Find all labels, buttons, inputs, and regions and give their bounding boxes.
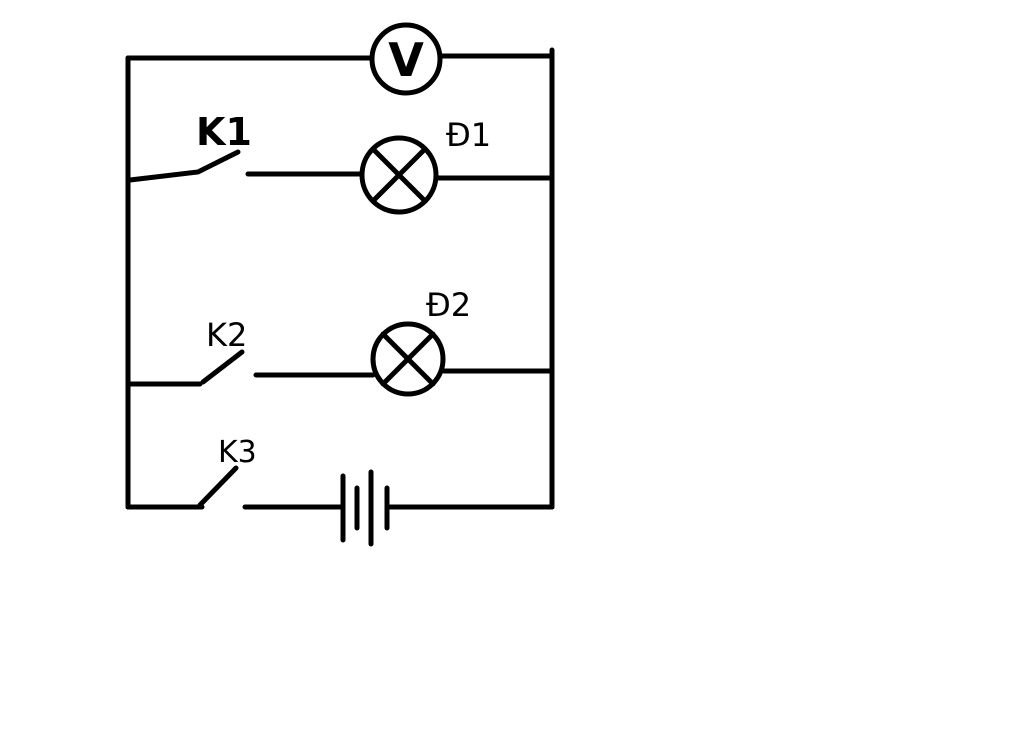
k2-switch-blade xyxy=(200,349,245,385)
voltmeter-symbol: V xyxy=(369,22,443,96)
d1-label: Đ1 xyxy=(446,116,491,154)
lamp1-symbol xyxy=(359,135,439,215)
lamp2-branch: K2 Đ2 xyxy=(125,286,555,397)
lamp2-cross-b xyxy=(380,331,436,387)
k1-label: K1 xyxy=(196,110,252,154)
k1-switch-blade xyxy=(127,149,241,183)
voltmeter-branch: V xyxy=(125,22,555,96)
lamp2-symbol xyxy=(370,321,446,397)
lamp1-branch: K1 Đ1 xyxy=(127,110,555,215)
lamp1-cross-b xyxy=(370,146,428,204)
k3-label: K3 xyxy=(218,435,257,470)
lamp1-circle xyxy=(359,135,439,215)
lamp2-circle xyxy=(370,321,446,397)
k3-switch-blade xyxy=(197,465,239,508)
battery-symbol xyxy=(340,469,390,547)
battery-branch: K3 xyxy=(125,435,555,547)
voltmeter-label: V xyxy=(388,33,424,87)
k2-label: K2 xyxy=(206,316,247,354)
d2-label: Đ2 xyxy=(426,286,471,324)
voltmeter-circle xyxy=(369,22,443,96)
